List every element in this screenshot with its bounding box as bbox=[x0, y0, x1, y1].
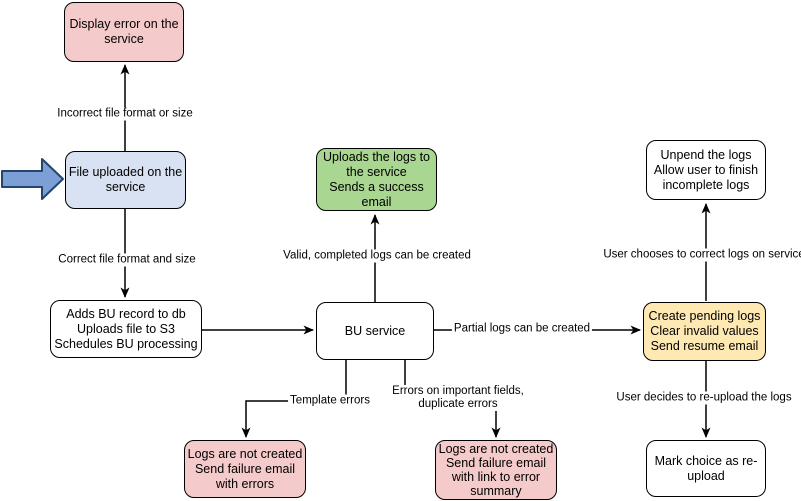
node-unpend-logs: Unpend the logs Allow user to finish inc… bbox=[646, 140, 766, 200]
node-logs-not-created-error-summary: Logs are not created Send failure email … bbox=[435, 440, 557, 500]
edge-label-user-decides-reupload: User decides to re-upload the logs bbox=[614, 391, 794, 405]
edge-label-errors-important-fields: Errors on important fields, duplicate er… bbox=[390, 385, 526, 411]
node-mark-choice-reupload: Mark choice as re- upload bbox=[646, 440, 766, 497]
node-create-pending-logs: Create pending logs Clear invalid values… bbox=[643, 302, 766, 361]
edge-label-valid-completed-logs: Valid, completed logs can be created bbox=[281, 249, 473, 263]
start-arrow bbox=[1, 158, 64, 200]
node-file-uploaded: File uploaded on the service bbox=[65, 151, 186, 209]
node-uploads-logs-success: Uploads the logs to the service Sends a … bbox=[316, 148, 437, 211]
edge-label-template-errors: Template errors bbox=[288, 394, 372, 408]
node-display-error: Display error on the service bbox=[64, 2, 184, 62]
edge-label-user-chooses-correct: User chooses to correct logs on service bbox=[601, 248, 801, 262]
node-logs-not-created-with-errors: Logs are not created Send failure email … bbox=[184, 440, 306, 498]
edge-label-partial-logs: Partial logs can be created bbox=[451, 322, 593, 336]
edge-label-correct-file-format: Correct file format and size bbox=[56, 253, 198, 267]
node-adds-bu-record: Adds BU record to db Uploads file to S3 … bbox=[50, 300, 202, 358]
node-bu-service: BU service bbox=[316, 302, 434, 360]
edge-label-incorrect-file-format: Incorrect file format or size bbox=[55, 107, 195, 121]
